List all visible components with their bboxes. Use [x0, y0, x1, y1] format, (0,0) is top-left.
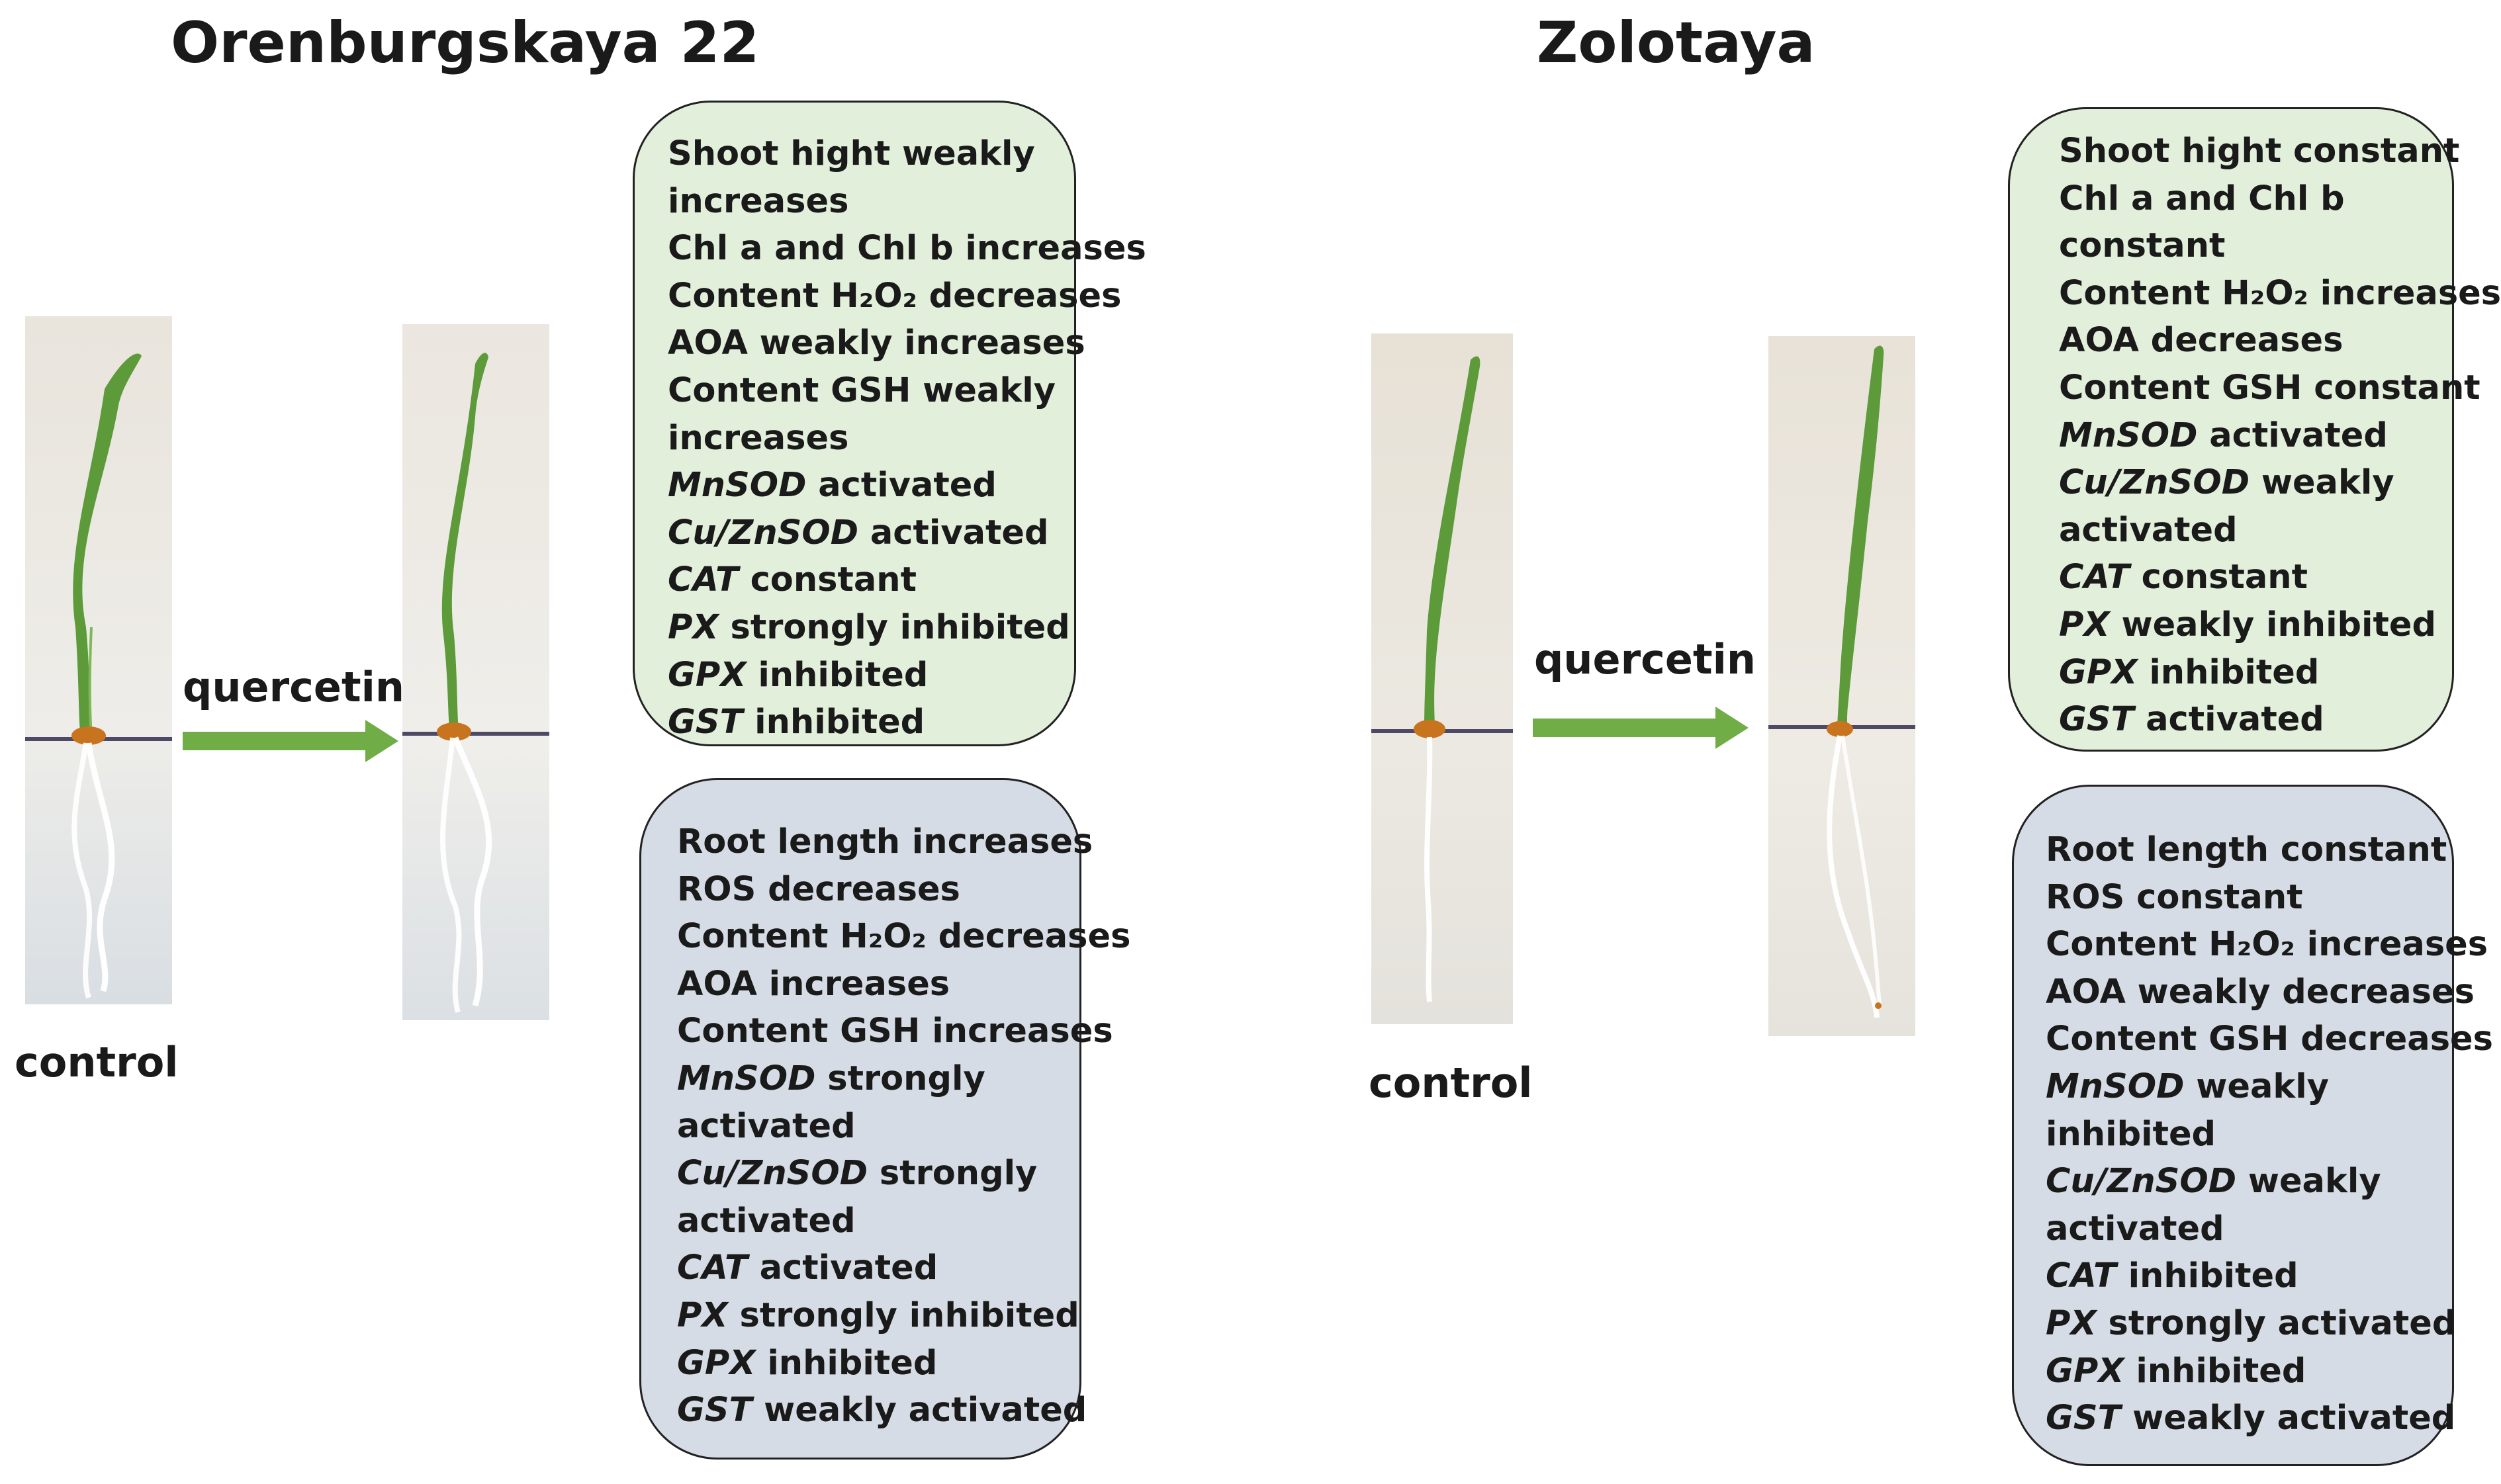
- text-line: AOA weakly decreases: [2046, 972, 2475, 1012]
- right-control-seedling-photo: [1371, 333, 1513, 1024]
- text-line: AOA decreases: [2059, 321, 2343, 361]
- text-line: CAT constant: [2059, 558, 2308, 597]
- left-quercetin-arrow: [183, 720, 398, 762]
- text-line: increases: [668, 418, 849, 458]
- text-line: GPX inhibited: [2059, 652, 2320, 692]
- text-line: MnSOD strongly: [677, 1059, 985, 1098]
- text-line: GPX inhibited: [668, 655, 929, 695]
- text-line: GST activated: [2059, 700, 2324, 740]
- text-line: ROS constant: [2046, 877, 2303, 917]
- text-line: PX weakly inhibited: [2059, 605, 2437, 644]
- text-line: Root length increases: [677, 822, 1093, 861]
- text-line: MnSOD weakly: [2046, 1067, 2330, 1106]
- text-line: activated: [2059, 510, 2238, 550]
- text-line: inhibited: [2046, 1114, 2216, 1154]
- text-line: Content H₂O₂ increases: [2046, 925, 2488, 965]
- text-line: GST inhibited: [668, 703, 925, 742]
- text-line: Shoot hight weakly: [668, 134, 1035, 173]
- text-line: Shoot hight constant: [2059, 132, 2460, 171]
- text-line: CAT activated: [677, 1248, 938, 1288]
- right-root-panel: Root length constant ROS constant Conten…: [2012, 785, 2493, 1466]
- right-cultivar-title: Zolotaya: [1537, 10, 1815, 76]
- text-line: ROS decreases: [677, 869, 960, 909]
- text-line: GST weakly activated: [2046, 1399, 2456, 1438]
- right-shoot-panel: Shoot hight constant Chl a and Chl b con…: [2008, 107, 2501, 752]
- text-line: PX strongly inhibited: [677, 1295, 1079, 1335]
- text-line: PX strongly activated: [2046, 1303, 2457, 1343]
- text-line: AOA weakly increases: [668, 324, 1085, 363]
- text-line: Content GSH weakly: [668, 371, 1056, 410]
- text-line: CAT inhibited: [2046, 1256, 2298, 1296]
- left-shoot-lines: Shoot hight weakly increases Chl a and C…: [635, 130, 1146, 746]
- right-quercetin-arrow: [1533, 707, 1749, 749]
- left-control-label: control: [15, 1038, 179, 1086]
- text-line: increases: [668, 181, 849, 221]
- text-line: Cu/ZnSOD weakly: [2046, 1162, 2381, 1201]
- left-quercetin-label: quercetin: [183, 663, 404, 711]
- left-root-lines: Root length increases ROS decreases Cont…: [641, 818, 1131, 1434]
- left-control-seedling-photo: [25, 316, 172, 1004]
- text-line: activated: [677, 1201, 856, 1241]
- right-control-label: control: [1369, 1059, 1533, 1107]
- text-line: GPX inhibited: [677, 1343, 938, 1383]
- text-line: Content H₂O₂ decreases: [668, 276, 1122, 316]
- text-line: Cu/ZnSOD weakly: [2059, 463, 2394, 503]
- text-line: Chl a and Chl b increases: [668, 229, 1146, 269]
- text-line: Root length constant: [2046, 830, 2447, 869]
- text-line: Content H₂O₂ increases: [2059, 273, 2501, 313]
- text-line: Content GSH increases: [677, 1012, 1113, 1051]
- text-line: MnSOD activated: [2059, 415, 2388, 455]
- text-line: Content H₂O₂ decreases: [677, 917, 1131, 957]
- right-shoot-lines: Shoot hight constant Chl a and Chl b con…: [2010, 128, 2501, 744]
- text-line: activated: [677, 1106, 856, 1146]
- text-line: Cu/ZnSOD activated: [668, 513, 1049, 552]
- text-line: GST weakly activated: [677, 1391, 1087, 1430]
- text-line: PX strongly inhibited: [668, 607, 1070, 647]
- text-line: constant: [2059, 226, 2226, 266]
- left-cultivar-title: Orenburgskaya 22: [171, 10, 760, 76]
- right-root-lines: Root length constant ROS constant Conten…: [2014, 826, 2493, 1442]
- text-line: MnSOD activated: [668, 466, 997, 505]
- text-line: CAT constant: [668, 560, 917, 600]
- right-quercetin-label: quercetin: [1534, 635, 1756, 683]
- text-line: AOA increases: [677, 964, 950, 1004]
- text-line: Content GSH decreases: [2046, 1020, 2493, 1059]
- text-line: Cu/ZnSOD strongly: [677, 1154, 1038, 1194]
- right-quercetin-seedling-photo: [1768, 336, 1915, 1036]
- text-line: Content GSH constant: [2059, 368, 2480, 408]
- text-line: activated: [2046, 1209, 2224, 1248]
- left-quercetin-seedling-photo: [402, 324, 549, 1020]
- left-shoot-panel: Shoot hight weakly increases Chl a and C…: [633, 101, 1146, 746]
- text-line: Chl a and Chl b: [2059, 179, 2345, 218]
- text-line: GPX inhibited: [2046, 1351, 2306, 1391]
- left-root-panel: Root length increases ROS decreases Cont…: [639, 778, 1131, 1460]
